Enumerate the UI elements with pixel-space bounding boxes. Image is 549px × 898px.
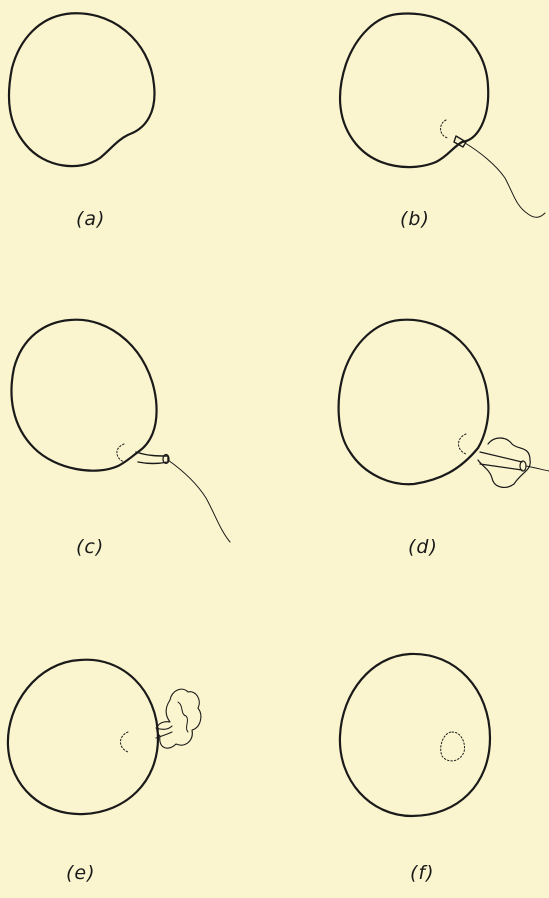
sac-inner-fold bbox=[177, 701, 189, 733]
micropipette-tip bbox=[479, 451, 523, 471]
panel-a bbox=[7, 12, 156, 168]
extruded-sac bbox=[156, 688, 202, 749]
panel-d bbox=[337, 318, 549, 488]
panel-label-a: (a) bbox=[76, 208, 106, 230]
connector-tube bbox=[155, 725, 173, 739]
pipette-opening bbox=[162, 453, 170, 465]
cell-outline bbox=[337, 318, 490, 486]
nucleus-arc bbox=[116, 443, 125, 463]
panel-e bbox=[6, 658, 202, 816]
nucleus-arc bbox=[440, 119, 449, 139]
micropipette-tip bbox=[453, 135, 467, 148]
panel-c bbox=[10, 318, 231, 543]
cell-outline bbox=[10, 318, 158, 472]
micropipette-tip bbox=[135, 451, 169, 465]
panel-b bbox=[338, 12, 546, 218]
panel-label-c: (c) bbox=[76, 536, 105, 558]
micropipette-thread bbox=[525, 465, 549, 472]
cell-outline bbox=[338, 12, 490, 169]
panel-label-f: (f) bbox=[410, 862, 435, 884]
panel-f bbox=[338, 652, 492, 818]
extruded-sac bbox=[477, 437, 531, 488]
pipette-opening bbox=[519, 460, 527, 472]
panel-label-b: (b) bbox=[400, 208, 430, 230]
panel-label-d: (d) bbox=[408, 536, 438, 558]
cell-outline bbox=[7, 12, 156, 168]
nucleus-arc bbox=[120, 731, 129, 753]
nucleus-arc bbox=[458, 433, 467, 455]
cell-outline bbox=[338, 652, 492, 818]
micropipette-thread bbox=[464, 142, 546, 218]
cell-outline bbox=[6, 658, 160, 816]
nucleus-outline bbox=[440, 731, 465, 762]
panel-label-e: (e) bbox=[66, 862, 96, 884]
micropipette-thread bbox=[167, 459, 231, 543]
